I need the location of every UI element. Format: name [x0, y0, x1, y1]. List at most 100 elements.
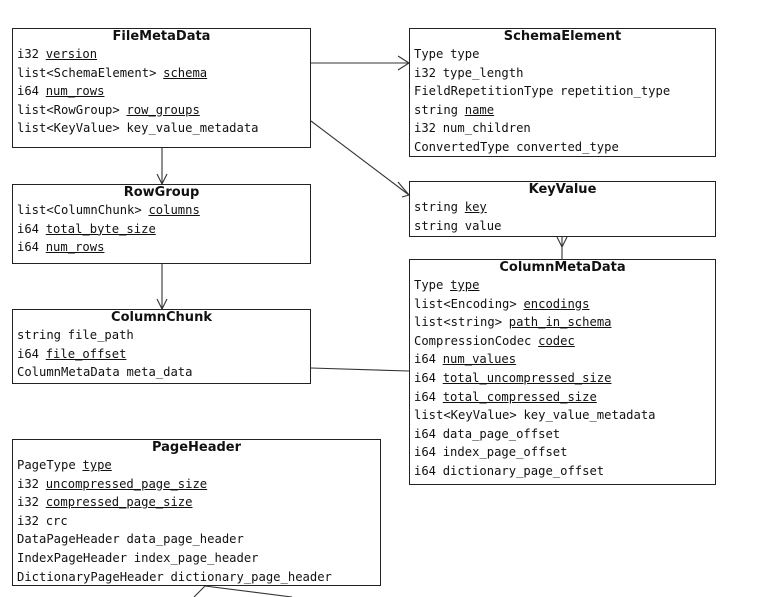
field-name: repetition_type: [560, 84, 671, 99]
field-name: encodings: [523, 296, 590, 311]
field-type: i32: [414, 65, 437, 80]
field-name: codec: [538, 333, 575, 348]
field-name: data_page_header: [126, 532, 244, 547]
field-type: i64: [17, 221, 40, 236]
field-name: num_values: [442, 352, 517, 367]
field-type: i64: [414, 352, 437, 367]
edge-filemetadata-keyvalue: [310, 120, 410, 196]
field-row: i32 version: [13, 45, 310, 64]
field-name: value: [464, 218, 502, 233]
field-row: list<SchemaElement>schema: [13, 64, 310, 83]
field-name: num_rows: [45, 84, 105, 99]
field-row: i64 index_page_offset: [410, 443, 715, 462]
field-name: dictionary_page_header: [170, 569, 332, 584]
field-name: key: [464, 200, 487, 214]
field-type: i64: [414, 445, 437, 460]
field-row: FieldRepetitionType repetition_type: [410, 82, 715, 101]
field-row: list<string> path_in_schema: [410, 313, 715, 332]
entity-title: PageHeader: [151, 440, 242, 455]
field-type: FieldRepetitionType: [414, 84, 554, 99]
field-type: list<ColumnChunk>: [17, 203, 142, 217]
field-type: i64: [414, 389, 437, 404]
field-row: i64 dictionary_page_offset: [410, 462, 715, 481]
field-type: i32: [17, 47, 40, 61]
field-name: key_value_metadata: [126, 121, 259, 136]
field-type: list<string>: [414, 315, 503, 330]
field-name: meta_data: [126, 365, 193, 380]
field-type: i64: [414, 463, 437, 478]
field-name: type: [82, 458, 112, 472]
field-type: string: [414, 218, 459, 233]
field-row: i64 total_uncompressed_size: [410, 369, 715, 388]
field-name: uncompressed_page_size: [45, 476, 208, 491]
field-name: schema: [163, 65, 208, 80]
field-type: Type: [414, 278, 444, 292]
field-name: name: [464, 102, 495, 117]
crowfoot-rowgroup: [156, 173, 168, 186]
field-name: version: [45, 47, 98, 61]
edge-columnchunk-columnmetadata: [310, 367, 410, 372]
field-type: i32: [17, 495, 40, 510]
entity-title: KeyValue: [528, 182, 597, 197]
field-name: file_offset: [45, 346, 127, 361]
field-type: string: [414, 200, 459, 214]
field-row: string value: [410, 217, 715, 236]
field-type: i64: [414, 370, 437, 385]
field-row: i64 num_values: [410, 350, 715, 369]
crowfoot-columnchunk: [156, 298, 168, 311]
field-name: num_rows: [45, 240, 105, 255]
field-name: converted_type: [516, 139, 619, 154]
edge-pageheader-out-2: [204, 585, 293, 597]
field-row: i64 total_byte_size: [13, 220, 310, 239]
field-name: file_path: [67, 328, 134, 342]
field-type: string: [414, 102, 459, 117]
field-row: i32 uncompressed_page_size: [13, 475, 380, 494]
entity-title: ColumnMetaData: [499, 260, 626, 275]
field-row: string name: [410, 101, 715, 120]
field-row: DictionaryPageHeader dictionary_page_head…: [13, 568, 380, 587]
field-name: columns: [148, 203, 200, 217]
field-type: i64: [414, 426, 437, 441]
field-name: key_value_metadata: [523, 408, 656, 423]
field-name: index_page_offset: [442, 445, 568, 460]
field-type: list<KeyValue>: [414, 408, 517, 423]
field-list: list<ColumnChunk> columns i64 total_byte_si…: [13, 201, 310, 257]
field-type: i32: [414, 121, 437, 136]
field-row: list<KeyValue> key_value_metadata: [410, 406, 715, 425]
field-name: path_in_schema: [508, 315, 612, 330]
field-row: list<Encoding>encodings: [410, 295, 715, 314]
entity-rowgroup: RowGroup list<ColumnChunk> columns i64 tota…: [12, 184, 311, 264]
field-type: i32: [17, 476, 40, 491]
entity-title: RowGroup: [123, 185, 200, 200]
field-name: dictionary_page_offset: [442, 463, 605, 478]
field-name: total_byte_size: [45, 221, 156, 236]
field-row: list<ColumnChunk> columns: [13, 201, 310, 220]
field-type: list<KeyValue>: [17, 121, 120, 136]
field-name: total_uncompressed_size: [442, 370, 612, 385]
entity-title: ColumnChunk: [111, 310, 212, 325]
field-type: DictionaryPageHeader: [17, 569, 164, 584]
crowfoot-schemaelement: [397, 55, 411, 71]
